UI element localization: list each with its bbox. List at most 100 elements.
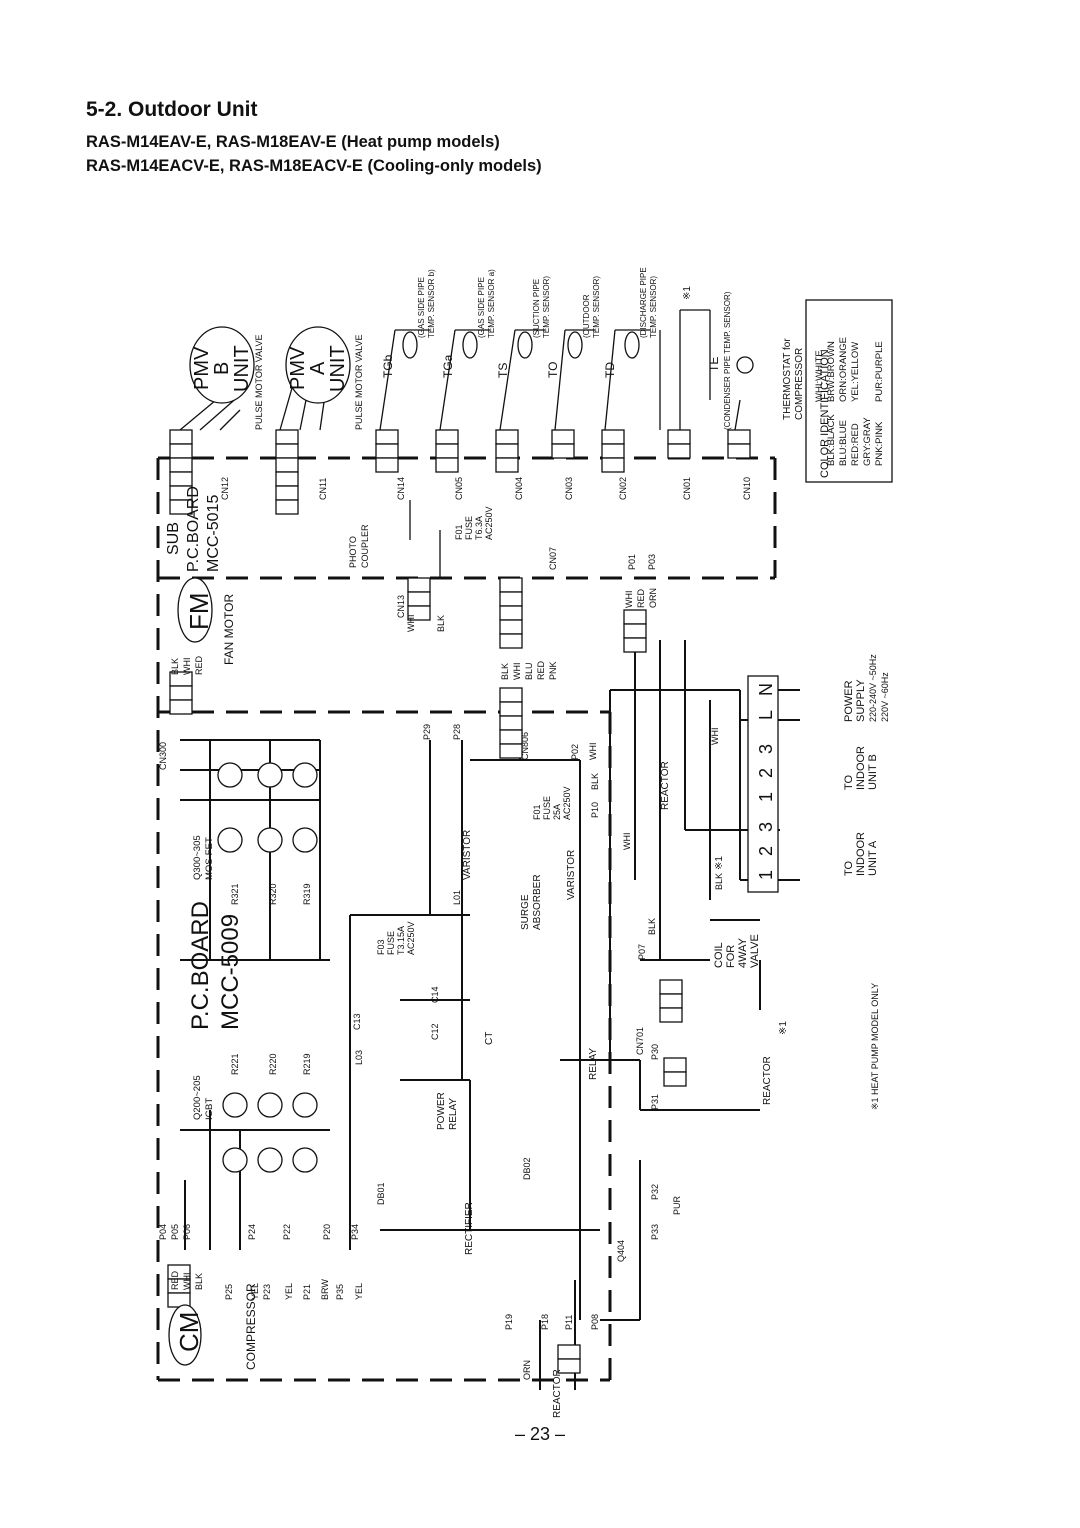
pmv-a-unit: UNIT bbox=[327, 345, 349, 392]
connector-label: CN05 bbox=[454, 477, 464, 500]
connector-label: CN14 bbox=[396, 477, 406, 500]
transistor-symbol bbox=[217, 827, 243, 853]
sensor-desc: (SUCTION PIPE bbox=[532, 279, 541, 338]
terminal-pin-label: P08 bbox=[590, 1314, 600, 1330]
transistor-symbol bbox=[217, 762, 243, 788]
connector-label: CN12 bbox=[220, 477, 230, 500]
power-connector bbox=[623, 609, 647, 653]
terminal-pin-label: P23 bbox=[262, 1284, 272, 1300]
connector-label: CN11 bbox=[318, 478, 328, 500]
wire-color-label: RED bbox=[170, 1270, 180, 1290]
sub-board-model: MCC-5015 bbox=[205, 495, 222, 572]
wire-color-label: PNK bbox=[548, 661, 558, 680]
power-supply-label: 220-240V ~50Hz bbox=[868, 654, 878, 722]
reactor-label: REACTOR bbox=[660, 761, 671, 810]
compressor-connector bbox=[167, 1264, 191, 1308]
main-board-model: MCC-5009 bbox=[217, 914, 244, 1030]
color-code: ORN:ORANGE bbox=[838, 337, 849, 402]
wire-color-label: BLK bbox=[436, 615, 446, 632]
main-board-name: P.C.BOARD bbox=[187, 901, 214, 1030]
pmv-a-letter: A bbox=[307, 361, 329, 375]
ct-label: CT bbox=[484, 1032, 495, 1045]
sensor-desc: (GAS SIDE PIPE bbox=[417, 277, 426, 338]
terminal-pin-label: P24 bbox=[247, 1224, 257, 1240]
wire-color-label: BLK bbox=[714, 873, 724, 890]
fuse-label: T3.15A bbox=[396, 926, 406, 955]
terminal-pin-label: P02 bbox=[570, 744, 580, 760]
color-code: YEL:YELLOW bbox=[850, 342, 861, 402]
db01-label: DB01 bbox=[376, 1182, 386, 1205]
sensor-id: TE bbox=[707, 357, 721, 372]
cn806-connector bbox=[499, 687, 523, 759]
reactor-label: REACTOR bbox=[762, 1056, 773, 1105]
connector-label: CN03 bbox=[564, 477, 574, 500]
transistor-symbol bbox=[292, 1092, 318, 1118]
pulse-motor-valve-label: PULSE MOTOR VALVE bbox=[254, 334, 264, 430]
wire-color-label: BLK bbox=[647, 918, 657, 935]
wire-color-label: WHI bbox=[512, 663, 522, 681]
wire-color-label: PUR bbox=[672, 1195, 682, 1215]
photo-coupler-label: PHOTO bbox=[348, 536, 358, 568]
terminal-pin-label: P34 bbox=[350, 1224, 360, 1240]
cn02-connector bbox=[601, 429, 625, 473]
terminal-label: 2 bbox=[756, 846, 776, 856]
cm-label: CM bbox=[174, 1312, 204, 1352]
fuse-label: AC250V bbox=[484, 506, 494, 540]
note-mark: ※1 bbox=[714, 856, 725, 870]
l03-label: L03 bbox=[354, 1050, 364, 1065]
color-code: GRY:GRAY bbox=[862, 417, 873, 466]
four-way-valve-label: VALVE bbox=[749, 934, 761, 968]
resistor-label: R221 bbox=[230, 1053, 240, 1075]
sensor-desc: (CONDENSER PIPE TEMP. SENSOR) bbox=[723, 291, 732, 430]
note-mark: ※1 bbox=[682, 286, 693, 300]
reactor-connector bbox=[557, 1344, 581, 1374]
terminal-pin-label: P06 bbox=[182, 1224, 192, 1240]
footnote: ※1 HEAT PUMP MODEL ONLY bbox=[870, 983, 880, 1110]
igbt-label: IGBT bbox=[204, 1098, 215, 1120]
wire-color-label: RED bbox=[194, 655, 204, 675]
resistor-label: R219 bbox=[302, 1053, 312, 1075]
terminal-label: N bbox=[756, 683, 776, 696]
terminal-pin-label: P10 bbox=[590, 802, 600, 818]
wire-color-label: YEL bbox=[284, 1283, 294, 1300]
power-supply-label: 220V ~60Hz bbox=[880, 672, 890, 722]
terminal-label: 1 bbox=[756, 792, 776, 802]
color-code: BRW:BROWN bbox=[826, 341, 837, 402]
terminal-pin-label: P19 bbox=[504, 1314, 514, 1330]
fuse-label: 25A bbox=[552, 804, 562, 820]
l01-label: L01 bbox=[452, 890, 462, 905]
terminal-label: 3 bbox=[756, 822, 776, 832]
terminal-pin-label: P07 bbox=[637, 944, 647, 960]
note-mark: ※1 bbox=[778, 1021, 789, 1035]
terminal-pin-label: P29 bbox=[422, 724, 432, 740]
connector-label: CN300 bbox=[158, 742, 168, 770]
terminal-label: L bbox=[756, 710, 776, 720]
transistor-symbol bbox=[222, 1092, 248, 1118]
terminal-pin-label: P35 bbox=[335, 1284, 345, 1300]
wire-color-label: WHI bbox=[182, 1273, 192, 1291]
sensor-desc: TEMP. SENSOR a) bbox=[487, 269, 496, 338]
terminal-pin-label: P04 bbox=[158, 1224, 168, 1240]
connector-label: CN806 bbox=[520, 732, 530, 760]
cn701-connector bbox=[659, 979, 683, 1023]
wire-color-label: BLU bbox=[524, 662, 534, 680]
wire-color-label: WHI bbox=[182, 658, 192, 676]
cn03-connector bbox=[551, 429, 575, 459]
varistor-label: VARISTOR bbox=[566, 850, 577, 900]
power-supply-label: POWER bbox=[843, 680, 855, 722]
db02-label: DB02 bbox=[522, 1157, 532, 1180]
compressor-label: COMPRESSOR bbox=[244, 1283, 258, 1370]
igbt-range-label: Q200~205 bbox=[192, 1075, 203, 1120]
varistor-label: VARISTOR bbox=[462, 830, 473, 880]
capacitor-label: C12 bbox=[430, 1023, 440, 1040]
terminal-pin-label: P25 bbox=[224, 1284, 234, 1300]
thermostat-label: THERMOSTAT for bbox=[782, 338, 793, 420]
p30-connector bbox=[663, 1057, 687, 1087]
to-unit-b-label: INDOOR bbox=[855, 746, 867, 790]
wire-color-label: YEL bbox=[354, 1283, 364, 1300]
terminal-pin-label: P33 bbox=[650, 1224, 660, 1240]
to-unit-b-label: TO bbox=[843, 774, 855, 790]
cn12-connector bbox=[169, 429, 193, 515]
wire-color-label: YEL bbox=[250, 1283, 260, 1300]
